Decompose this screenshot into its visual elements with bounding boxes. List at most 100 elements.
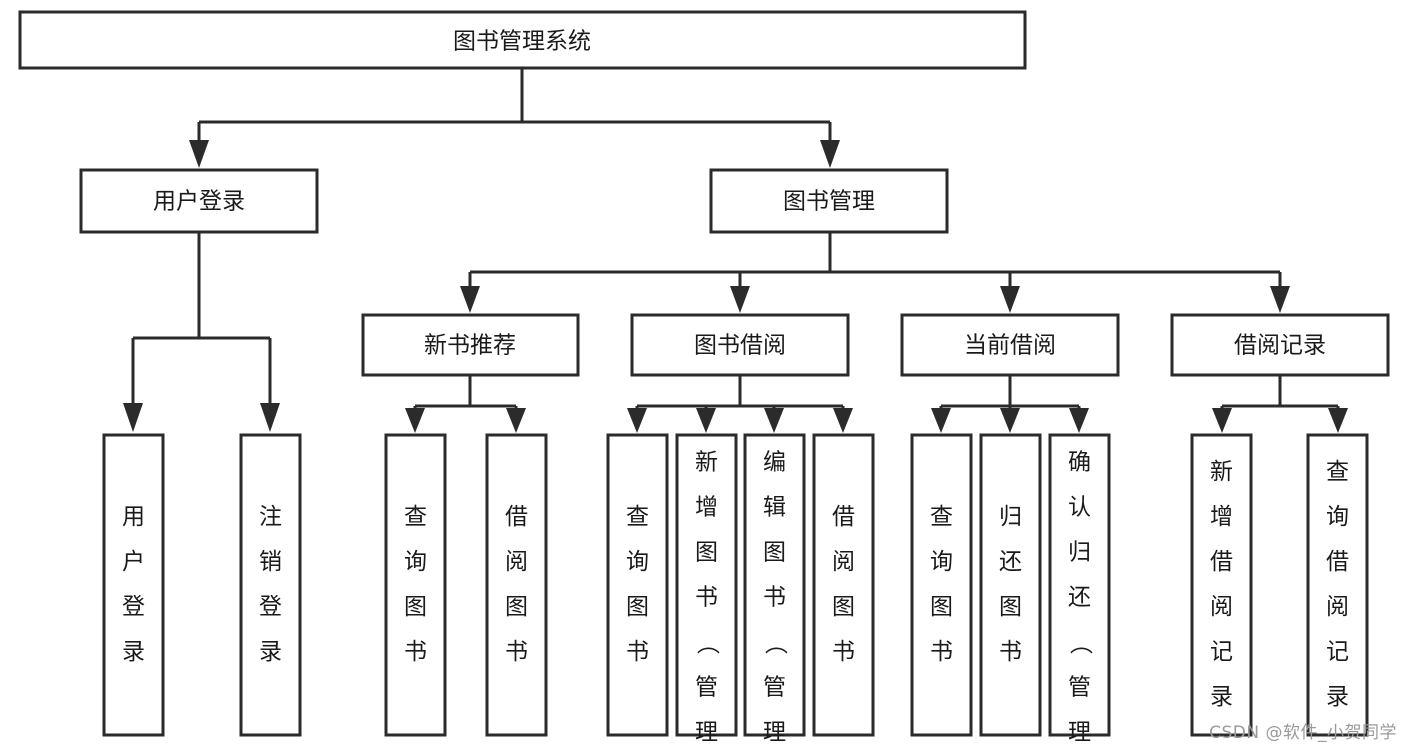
node-leaf-edit-book[interactable] — [743, 433, 806, 737]
node-leaf-confirm-return[interactable] — [1048, 433, 1111, 737]
svg-text:录: 录 — [259, 639, 282, 665]
svg-text:书: 书 — [832, 639, 855, 665]
node-leaf-return-book-box[interactable] — [979, 433, 1042, 737]
node-book-borrow[interactable]: 图书借阅 — [630, 313, 850, 377]
node-leaf-query-record[interactable] — [1306, 433, 1369, 737]
svg-text:（: （ — [1067, 632, 1093, 655]
svg-text:登: 登 — [259, 594, 282, 620]
node-leaf-add-book-box[interactable] — [675, 433, 738, 737]
node-leaf-borrow-book-1[interactable] — [485, 433, 548, 737]
node-leaf-query-book-1[interactable] — [384, 433, 447, 737]
svg-text:户: 户 — [122, 549, 145, 575]
svg-text:编: 编 — [763, 450, 786, 476]
svg-text:询: 询 — [1326, 504, 1349, 530]
svg-text:登: 登 — [122, 594, 145, 620]
node-leaf-add-record-box[interactable] — [1190, 433, 1253, 737]
svg-text:图: 图 — [930, 594, 953, 620]
arrow-nbr-l2 — [506, 408, 526, 433]
node-leaf-user-logout[interactable] — [239, 433, 302, 737]
arrow-user-login-l1 — [123, 403, 143, 432]
svg-text:书: 书 — [505, 639, 528, 665]
node-current-borrow-box[interactable] — [900, 313, 1120, 377]
svg-text:书: 书 — [626, 639, 649, 665]
node-book-manage-label: 图书管理 — [783, 189, 875, 215]
node-user-login-box[interactable] — [79, 168, 319, 234]
svg-text:阅: 阅 — [505, 549, 528, 575]
node-new-book-recommend-box[interactable] — [361, 313, 580, 377]
node-leaf-query-book-2[interactable] — [606, 433, 669, 737]
svg-text:查: 查 — [930, 504, 953, 530]
svg-text:询: 询 — [626, 549, 649, 575]
node-leaf-return-book[interactable] — [979, 433, 1042, 737]
node-leaf-borrow-book-1-box[interactable] — [485, 433, 548, 737]
arrow-bm-to-current-borrow — [1000, 286, 1020, 313]
arrow-br-l1 — [1212, 408, 1232, 433]
svg-text:阅: 阅 — [1210, 594, 1233, 620]
node-leaf-edit-book-box[interactable] — [743, 433, 806, 737]
arrow-bb-l4 — [833, 408, 853, 433]
svg-text:图: 图 — [832, 594, 855, 620]
node-book-borrow-box[interactable] — [630, 313, 850, 377]
svg-text:图: 图 — [404, 594, 427, 620]
node-root-box[interactable] — [18, 10, 1027, 70]
arrow-cb-l3 — [1069, 408, 1089, 433]
node-leaf-borrow-book-2-box[interactable] — [812, 433, 875, 737]
node-borrow-record[interactable]: 借阅记录 — [1170, 313, 1390, 377]
svg-text:辑: 辑 — [763, 495, 786, 521]
arrow-user-login-l2 — [260, 403, 280, 432]
svg-text:查: 查 — [626, 504, 649, 530]
svg-text:还: 还 — [1068, 585, 1091, 611]
svg-text:（: （ — [694, 632, 720, 655]
svg-text:查: 查 — [1326, 459, 1349, 485]
arrow-bb-l1 — [627, 408, 647, 433]
svg-text:认: 认 — [1068, 495, 1091, 521]
svg-text:录: 录 — [1210, 684, 1233, 710]
node-leaf-query-book-3[interactable] — [910, 433, 973, 737]
svg-text:图: 图 — [626, 594, 649, 620]
svg-text:注: 注 — [259, 504, 282, 530]
svg-text:书: 书 — [763, 585, 786, 611]
connector-group-book-borrow — [627, 375, 853, 433]
node-leaf-add-book[interactable] — [675, 433, 738, 737]
node-leaf-add-record[interactable] — [1190, 433, 1253, 737]
node-leaf-confirm-return-box[interactable] — [1048, 433, 1111, 737]
arrow-bb-l2 — [696, 408, 716, 433]
arrow-cb-l1 — [931, 408, 951, 433]
connector-group-borrow-record — [1212, 375, 1348, 433]
node-new-book-recommend[interactable]: 新书推荐 — [361, 313, 580, 377]
node-leaf-query-record-box[interactable] — [1306, 433, 1369, 737]
svg-text:管: 管 — [1068, 675, 1091, 701]
svg-text:理: 理 — [695, 720, 718, 746]
node-book-manage[interactable]: 图书管理 — [709, 168, 949, 234]
node-leaf-query-book-3-box[interactable] — [910, 433, 973, 737]
svg-text:询: 询 — [930, 549, 953, 575]
node-leaf-user-login-box[interactable] — [102, 433, 165, 737]
node-borrow-record-box[interactable] — [1170, 313, 1390, 377]
svg-text:阅: 阅 — [1326, 594, 1349, 620]
arrow-bm-to-borrow-record — [1270, 286, 1290, 313]
node-root-label: 图书管理系统 — [453, 29, 591, 55]
node-current-borrow[interactable]: 当前借阅 — [900, 313, 1120, 377]
arrow-cb-l2 — [1000, 408, 1020, 433]
node-root[interactable]: 图书管理系统 — [18, 10, 1027, 70]
node-leaf-query-book-1-box[interactable] — [384, 433, 447, 737]
svg-text:借: 借 — [1210, 549, 1233, 575]
node-borrow-record-label: 借阅记录 — [1234, 333, 1326, 359]
node-leaf-user-logout-box[interactable] — [239, 433, 302, 737]
svg-text:借: 借 — [832, 504, 855, 530]
svg-text:归: 归 — [999, 504, 1022, 530]
connector-group-book-manage — [460, 232, 1290, 313]
node-user-login[interactable]: 用户登录 — [79, 168, 319, 234]
node-book-manage-box[interactable] — [709, 168, 949, 234]
node-leaf-query-book-2-box[interactable] — [606, 433, 669, 737]
node-leaf-borrow-book-2[interactable] — [812, 433, 875, 737]
node-leaf-user-login[interactable] — [102, 433, 165, 737]
